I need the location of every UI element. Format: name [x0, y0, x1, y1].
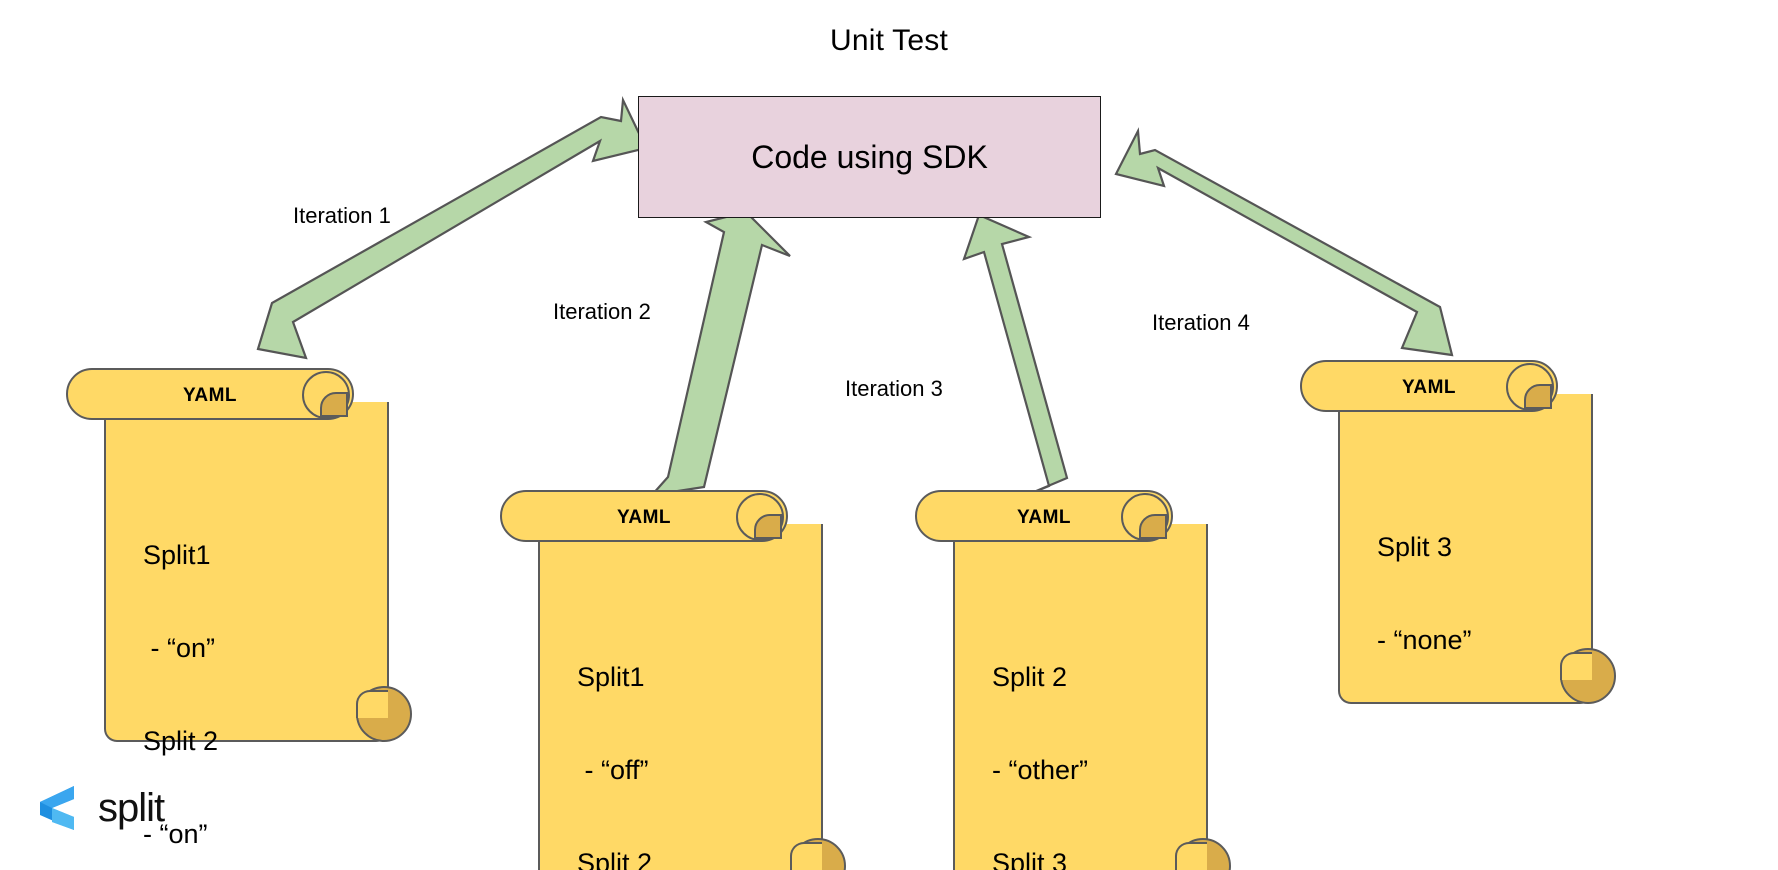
yaml-scroll-4-head-curl: [1506, 363, 1554, 411]
yaml-line: Split 2: [992, 662, 1068, 692]
yaml-scroll-3-head-curl-inner: [1139, 514, 1167, 539]
yaml-scroll-2-head-curl-inner: [754, 514, 782, 539]
yaml-scroll-4-title: YAML: [1401, 377, 1457, 398]
yaml-scroll-4-content: Split 3 - “none”: [1377, 470, 1472, 718]
yaml-scroll-1-body: Split1 - “on” Split 2 - “on” Split 3 - “…: [104, 402, 412, 849]
arrow-label-iteration-2: Iteration 2: [553, 299, 651, 324]
split-logo-icon: [40, 786, 74, 830]
yaml-scroll-3-body: Split 2 - “other” Split 3 - “low”: [953, 524, 1231, 870]
yaml-scroll-4-head: YAML: [1300, 360, 1558, 412]
yaml-scroll-2-title: YAML: [616, 507, 672, 528]
yaml-line: - “none”: [1377, 625, 1472, 655]
yaml-line: Split 3: [1377, 532, 1453, 562]
yaml-scroll-2-content: Split1 - “off” Split 2 - “off” Split 3 -…: [577, 600, 708, 870]
yaml-scroll-4-bottom-curl-notch: [1560, 652, 1592, 680]
yaml-scroll-1-head: YAML: [66, 368, 354, 420]
yaml-scroll-4: Split 3 - “none” YAML: [1300, 360, 1630, 704]
yaml-scroll-1-content: Split1 - “on” Split 2 - “on” Split 3 - “…: [143, 478, 229, 870]
yaml-scroll-1: Split1 - “on” Split 2 - “on” Split 3 - “…: [66, 368, 412, 849]
yaml-line: - “off”: [577, 755, 649, 785]
yaml-scroll-4-body: Split 3 - “none”: [1338, 394, 1616, 704]
page-title: Unit Test: [830, 24, 948, 57]
arrow-iteration-3: [962, 213, 1069, 499]
yaml-scroll-2-bottom-curl-notch: [790, 842, 822, 870]
yaml-line: Split 2: [143, 726, 219, 756]
yaml-scroll-2-head: YAML: [500, 490, 788, 542]
yaml-scroll-2-body: Split1 - “off” Split 2 - “off” Split 3 -…: [538, 524, 846, 870]
yaml-scroll-4-head-curl-inner: [1524, 384, 1552, 409]
yaml-scroll-1-head-curl-inner: [320, 392, 348, 417]
yaml-scroll-1-bottom-curl-notch: [356, 690, 388, 718]
yaml-scroll-1-head-curl: [302, 371, 350, 419]
yaml-line: - “on”: [143, 633, 216, 663]
yaml-scroll-1-title: YAML: [182, 385, 238, 406]
split-logo: split: [36, 782, 165, 834]
arrow-iteration-2: [649, 210, 791, 497]
yaml-scroll-3-head-curl: [1121, 493, 1169, 541]
yaml-line: Split1: [143, 540, 211, 570]
yaml-scroll-3-head: YAML: [915, 490, 1173, 542]
yaml-line: - “on”: [143, 819, 208, 849]
yaml-scroll-2-head-curl: [736, 493, 784, 541]
yaml-scroll-3: Split 2 - “other” Split 3 - “low” YAML: [915, 490, 1245, 870]
yaml-scroll-3-title: YAML: [1016, 507, 1072, 528]
arrow-label-iteration-1: Iteration 1: [293, 203, 391, 228]
yaml-scroll-2: Split1 - “off” Split 2 - “off” Split 3 -…: [500, 490, 846, 870]
yaml-line: Split 2: [577, 848, 653, 870]
central-box-label: Code using SDK: [751, 138, 988, 175]
yaml-scroll-3-bottom-curl-notch: [1175, 842, 1207, 870]
yaml-scroll-3-content: Split 2 - “other” Split 3 - “low”: [992, 600, 1088, 870]
central-box: Code using SDK: [638, 96, 1101, 218]
yaml-line: Split1: [577, 662, 645, 692]
yaml-line: Split 3: [992, 848, 1068, 870]
arrow-label-iteration-4: Iteration 4: [1152, 310, 1250, 335]
arrow-label-iteration-3: Iteration 3: [845, 376, 943, 401]
split-wordmark: split: [98, 785, 165, 830]
yaml-line: - “other”: [992, 755, 1089, 785]
